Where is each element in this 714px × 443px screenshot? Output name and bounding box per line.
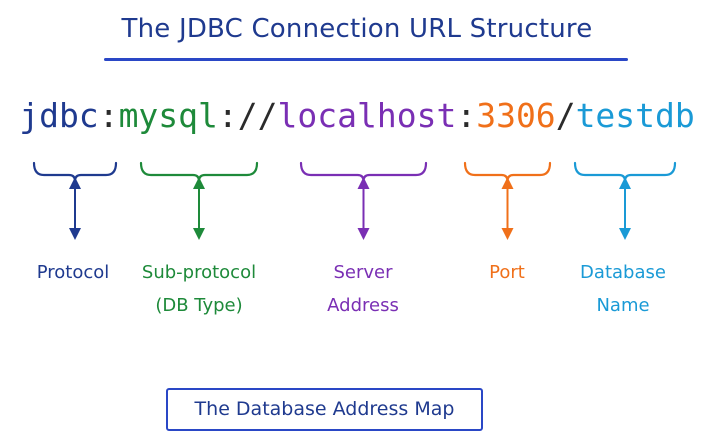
label-port: Port [489,256,525,289]
url-separator-slash: / [555,96,576,135]
label-server: Server Address [327,256,399,322]
label-protocol-line-1: Protocol [36,262,110,283]
label-database-line-2: Name [596,295,650,316]
diagram-title: The JDBC Connection URL Structure [121,14,593,44]
bracket-subprotocol [139,161,259,182]
label-subprotocol-line-1: Sub-protocol [141,262,257,283]
url-server: localhost [277,96,457,135]
title-underline [104,58,628,61]
bracket-port [463,161,552,182]
url-protocol: jdbc [19,96,99,135]
database-address-map-box: The Database Address Map [166,388,483,431]
label-server-line-2: Address [327,295,399,316]
url-database: testdb [575,96,695,135]
label-database: Database Name [580,256,666,322]
label-subprotocol: Sub-protocol (DB Type) [142,256,256,322]
label-port-line-1: Port [489,262,525,283]
url-separator-slashes: :// [217,96,278,135]
label-subprotocol-line-2: (DB Type) [155,295,243,316]
bracket-protocol [32,161,118,182]
url-subprotocol: mysql [118,96,218,135]
bracket-database [573,161,677,182]
bracket-server [299,161,428,182]
label-server-line-1: Server [333,262,393,283]
label-database-line-1: Database [580,262,666,283]
url-separator-colon: : [98,96,119,135]
jdbc-url: jdbc:mysql://localhost:3306/testdb [0,96,714,135]
url-separator-colon-port: : [456,96,477,135]
label-protocol: Protocol [37,256,110,289]
url-port: 3306 [476,96,556,135]
